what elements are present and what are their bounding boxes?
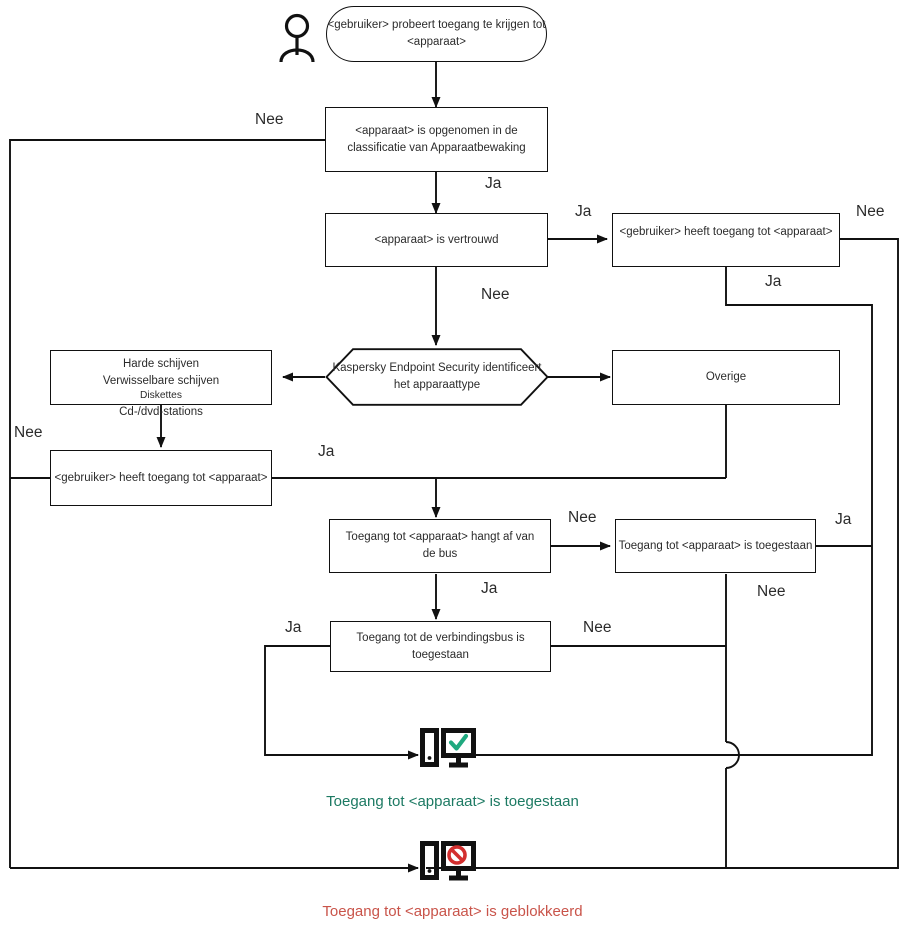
node-bus-allowed: Toegang tot de verbindingsbus is toegest…: [330, 621, 551, 672]
node-device-trusted: <apparaat> is vertrouwd: [325, 213, 548, 267]
node-other-devices: Overige: [612, 350, 840, 405]
node-device-trusted-label: <apparaat> is vertrouwd: [374, 233, 499, 246]
monitor-blocked-icon: [420, 841, 476, 896]
node-access-allowed-label: Toegang tot <apparaat> is toegestaan: [618, 539, 813, 552]
user-actor-icon: [276, 12, 318, 69]
edge-label-user-access-drive-yes: Ja: [318, 443, 335, 460]
node-access-allowed: Toegang tot <apparaat> is toegestaan: [615, 519, 816, 573]
drive-type-line-1: Harde schijven: [122, 358, 200, 370]
node-user-access-drive-label: <gebruiker> heeft toegang tot <apparaat>: [54, 471, 268, 484]
node-bus-dependent: Toegang tot <apparaat> hangt af van de b…: [329, 519, 551, 573]
node-device-classified: <apparaat> is opgenomen in de classifica…: [325, 107, 548, 172]
node-user-access-trusted: <gebruiker> heeft toegang tot <apparaat>: [612, 213, 840, 267]
caption-access-blocked: Toegang tot <apparaat> is geblokkeerd: [322, 903, 583, 920]
caption-access-allowed: Toegang tot <apparaat> is toegestaan: [326, 793, 579, 810]
edge-label-classified-no: Nee: [255, 111, 284, 128]
edge-label-classified-yes: Ja: [485, 175, 502, 192]
edge-label-user-access-drive-no: Nee: [14, 424, 43, 441]
edge-label-bus-allowed-yes: Ja: [285, 619, 302, 636]
node-identify-device-type: Kaspersky Endpoint Security identificeer…: [325, 348, 549, 406]
node-bus-dependent-label: Toegang tot <apparaat> hangt af van de b…: [345, 531, 535, 560]
drive-type-line-4: Cd-/dvd-stations: [119, 406, 203, 419]
edge-label-trusted-yes: Ja: [575, 203, 592, 220]
edge-label-bus-allowed-no: Nee: [583, 619, 612, 636]
node-start: <gebruiker> probeert toegang te krijgen …: [326, 6, 547, 62]
node-start-label: <gebruiker> probeert toegang te krijgen …: [327, 19, 546, 48]
node-device-classified-label: <apparaat> is opgenomen in de classifica…: [347, 124, 526, 154]
edge-label-access-allowed-no: Nee: [757, 583, 786, 600]
edge-label-bus-depends-no: Nee: [568, 509, 597, 526]
node-bus-allowed-label: Toegang tot de verbindingsbus is toegest…: [356, 631, 525, 661]
edge-label-user-access-trusted-yes: Ja: [765, 273, 782, 290]
edge-label-bus-depends-yes: Ja: [481, 580, 498, 597]
edge-label-user-access-trusted-no: Nee: [856, 203, 885, 220]
drive-type-line-3: Diskettes: [140, 390, 182, 402]
drive-type-line-2: Verwisselbare schijven: [102, 374, 220, 387]
node-identify-device-type-label: Kaspersky Endpoint Security identificeer…: [332, 362, 542, 391]
node-other-devices-label: Overige: [705, 371, 747, 384]
node-user-access-trusted-label: <gebruiker> heeft toegang tot <apparaat>: [619, 226, 833, 238]
edge-label-trusted-no: Nee: [481, 286, 510, 303]
node-user-access-drive: <gebruiker> heeft toegang tot <apparaat>: [50, 450, 272, 506]
monitor-allowed-icon: [420, 728, 476, 783]
node-drive-types: Harde schijven Verwisselbare schijven Di…: [50, 350, 272, 418]
edge-label-access-allowed-yes: Ja: [835, 511, 852, 528]
